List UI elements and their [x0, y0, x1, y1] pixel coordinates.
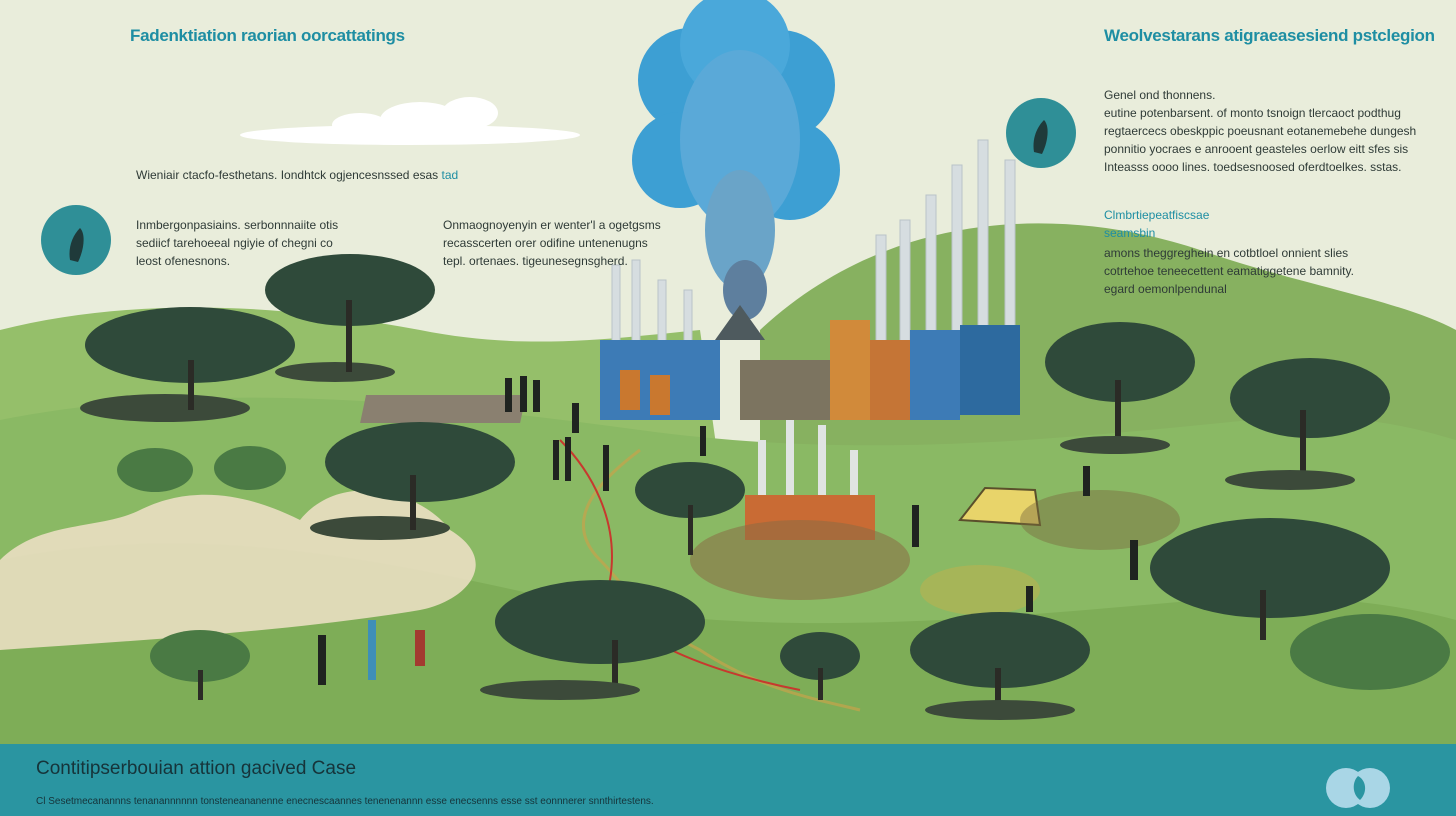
right-block-d-line: amons theggreghein en cotbtloel onnient …: [1104, 246, 1349, 260]
right-block-c-line: eutine potenbarsent. of monto tsnoign tl…: [1104, 106, 1401, 120]
center-block-b-line: recasscerten orer odifine untenenugns: [443, 236, 648, 250]
left-intro-text: Wieniair ctacfo-festhetans. Iondhtck ogj…: [136, 166, 458, 184]
tent: [958, 486, 1042, 527]
right-block-c-line: Genel ond thonnens.: [1104, 88, 1216, 102]
smoke-plume: [632, 0, 840, 320]
trees: [80, 254, 1450, 720]
left-block-a-line: leost ofenesnons.: [136, 254, 231, 268]
dirt-patch-right: [1020, 490, 1180, 550]
left-block-a-line: Inmbergonpasiains. serbonnnaiite otis: [136, 218, 339, 232]
left-block-a: Inmbergonpasiains. serbonnnaiite otis se…: [136, 216, 338, 270]
volcano-cone: [715, 305, 765, 340]
right-block-d: amons theggreghein en cotbtloel onnient …: [1104, 244, 1354, 298]
cloud: [240, 97, 580, 145]
center-block-b: Onmaognoyenyin er wenter'l a ogetgsms re…: [443, 216, 661, 270]
center-block-b-line: Onmaognoyenyin er wenter'l a ogetgsms: [443, 218, 661, 232]
right-block-c-line: regtaercecs obeskppic poeusnant eotaneme…: [1104, 124, 1417, 138]
footer-subtitle: Cl Sesetmecanannns tenanannnnnn tonstene…: [36, 796, 654, 807]
left-intro-line: Wieniair ctacfo-festhetans. Iondhtck ogj…: [136, 168, 439, 182]
right-block-d-line: egard oemonlpendunal: [1104, 282, 1227, 296]
right-subtitle-line: Clmbrtiepeatfiscsae: [1104, 208, 1210, 222]
footer-title: Contitipserbouian attion gacived Case: [36, 758, 357, 779]
glow-patch: [920, 565, 1040, 615]
right-block-c-line: Inteasss oooo lines. toedsesnoosed oferd…: [1104, 160, 1402, 174]
center-block-b-line: tepl. ortenaes. tigeunesegnsgherd.: [443, 254, 628, 268]
figure-icon-right: [1033, 120, 1048, 154]
people: [318, 376, 1138, 685]
right-block-c-line: ponnitio yocraes e anrooent geasteles oe…: [1104, 142, 1409, 156]
dirt-patch: [690, 520, 910, 600]
figure-icon: [69, 228, 84, 262]
factory-complex: [360, 320, 1020, 423]
leaf-logo-icon: [1326, 768, 1390, 808]
right-subtitle-line: seamsbin: [1104, 226, 1156, 240]
footer-band: Contitipserbouian attion gacived Case Cl…: [0, 744, 1456, 816]
left-intro-accent: tad: [441, 168, 459, 182]
right-block-d-line: cotrtehoe teneecettent eamatiggetene bam…: [1104, 264, 1354, 278]
right-subtitle: Clmbrtiepeatfiscsae seamsbin: [1104, 206, 1209, 242]
right-block-c: Genel ond thonnens. eutine potenbarsent.…: [1104, 86, 1416, 176]
left-block-a-line: sediicf tarehoeeal ngiyie of chegni co: [136, 236, 333, 250]
left-panel-title: Fadenktiation raorian oorcattatings: [130, 26, 405, 45]
right-panel-title: Weolvestarans atigraeasesiend pstclegion: [1104, 26, 1435, 45]
